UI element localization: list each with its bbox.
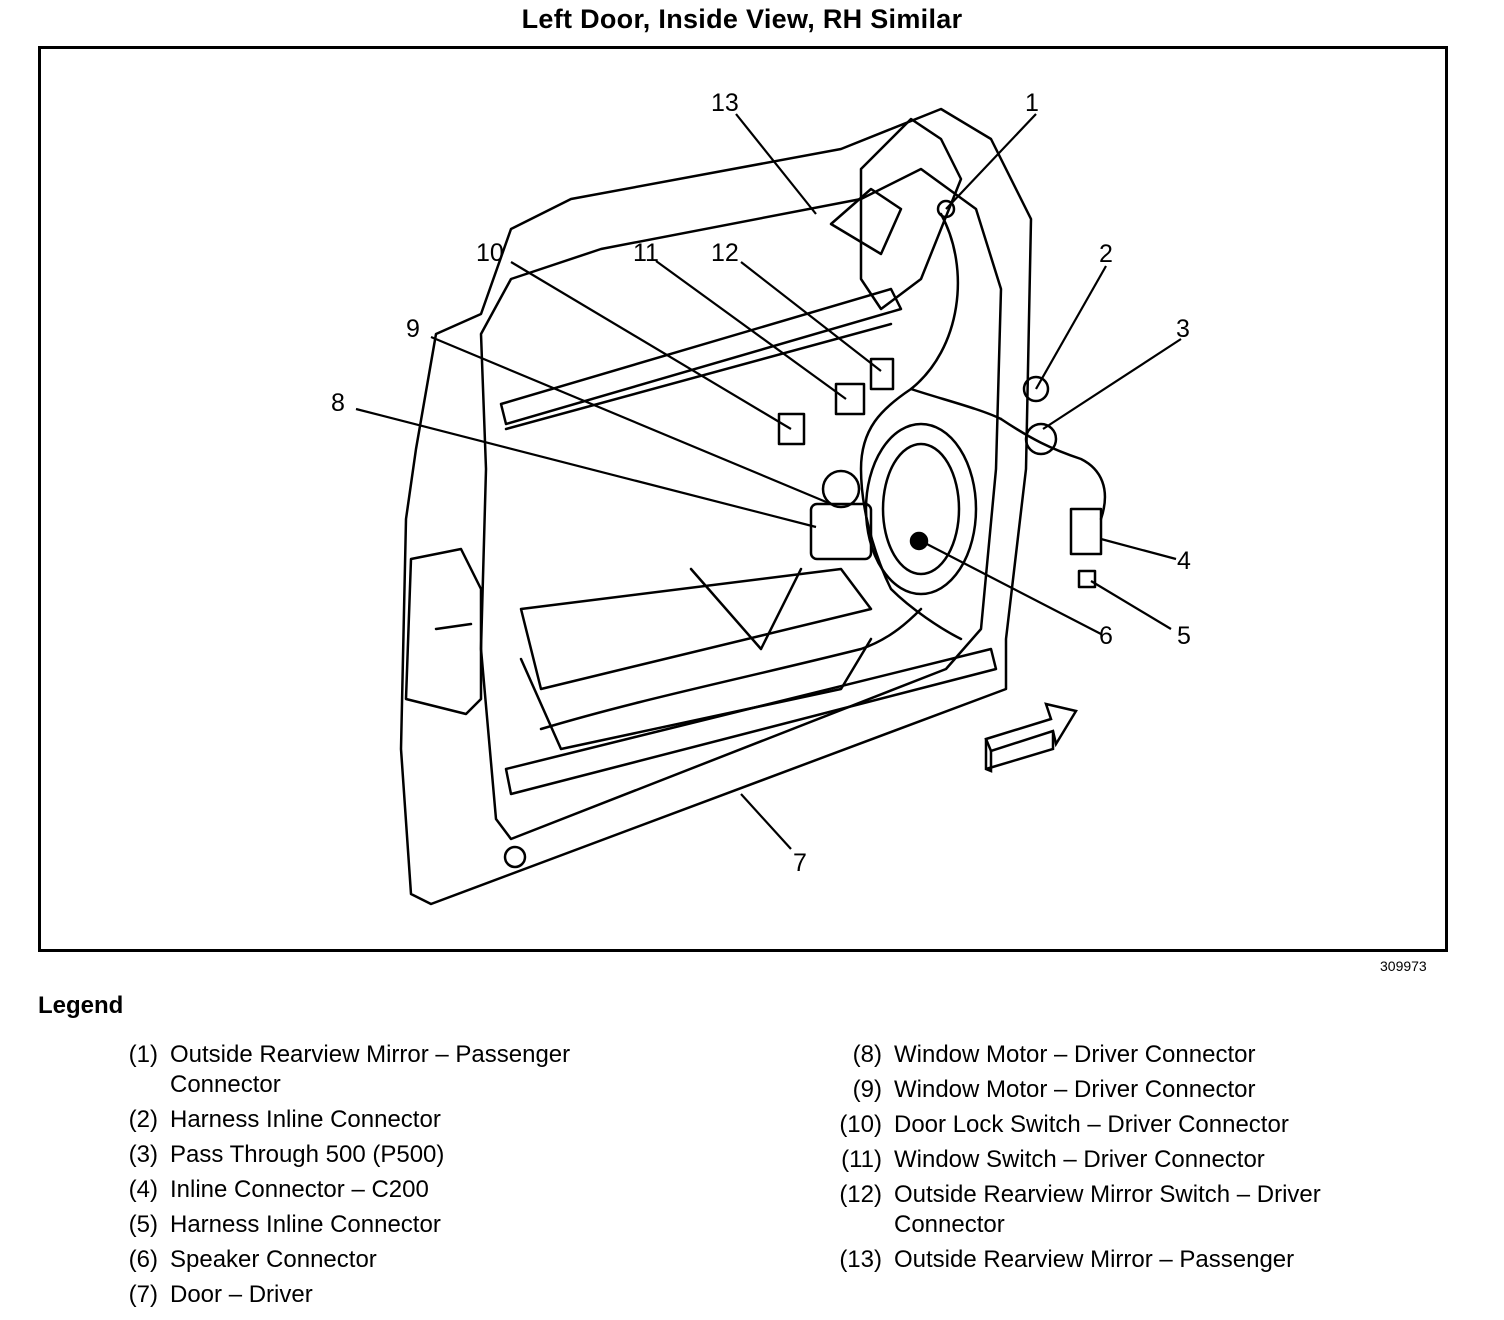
legend-left-column: (1) Outside Rearview Mirror – Passenger … [96, 1040, 736, 1315]
callout-9: 9 [406, 315, 420, 343]
callout-7: 7 [793, 849, 807, 877]
legend-number: (10) [839, 1111, 882, 1138]
legend-item: (1) Outside Rearview Mirror – Passenger … [96, 1040, 736, 1100]
door-wiring-illustration: 1 2 3 4 5 6 7 8 9 10 11 12 13 [331, 89, 1191, 906]
legend-text: Outside Rearview Mirror – Passenger Conn… [170, 1041, 571, 1098]
figure-number: 309973 [1380, 958, 1427, 974]
direction-arrow [984, 702, 1078, 773]
legend-item: (12) Outside Rearview Mirror Switch – Dr… [820, 1180, 1460, 1240]
door-inner-panel [479, 167, 1003, 841]
callout-10: 10 [476, 239, 504, 267]
window-regulator [519, 567, 873, 691]
legend-number: (13) [839, 1246, 882, 1273]
legend-text: Harness Inline Connector [170, 1106, 441, 1133]
window-motor [809, 502, 873, 561]
connector-mirror-passenger [936, 199, 956, 219]
legend-item: (6) Speaker Connector [96, 1245, 736, 1275]
legend-number: (3) [128, 1141, 158, 1168]
callout-4: 4 [1177, 547, 1191, 575]
legend-item: (10) Door Lock Switch – Driver Connector [820, 1110, 1460, 1140]
connector-harness-inline-2 [1022, 375, 1050, 403]
legend-number: (5) [128, 1211, 158, 1238]
connector-window-switch [834, 382, 866, 416]
connector-mirror-switch [869, 357, 895, 391]
legend-text: Harness Inline Connector [170, 1211, 441, 1238]
legend-item: (3) Pass Through 500 (P500) [96, 1140, 736, 1170]
door-hinge [404, 547, 483, 716]
legend-text: Door Lock Switch – Driver Connector [894, 1111, 1289, 1138]
legend-text: Pass Through 500 (P500) [170, 1141, 445, 1168]
callout-3: 3 [1176, 315, 1190, 343]
diagram-frame [38, 46, 1448, 952]
door-outer-shell [399, 107, 1033, 906]
legend-item: (11) Window Switch – Driver Connector [820, 1145, 1460, 1175]
legend-text: Window Switch – Driver Connector [894, 1146, 1265, 1173]
diagram-title: Left Door, Inside View, RH Similar [521, 4, 963, 34]
legend-item: (2) Harness Inline Connector [96, 1105, 736, 1135]
legend-right-column: (8) Window Motor – Driver Connector (9) … [820, 1040, 1460, 1280]
legend-text: Speaker Connector [170, 1246, 377, 1273]
legend-item: (7) Door – Driver [96, 1280, 736, 1310]
callout-8: 8 [331, 389, 345, 417]
legend-item: (9) Window Motor – Driver Connector [820, 1075, 1460, 1105]
legend-item: (5) Harness Inline Connector [96, 1210, 736, 1240]
legend-number: (12) [839, 1181, 882, 1208]
callout-2: 2 [1099, 240, 1113, 268]
legend-item: (4) Inline Connector – C200 [96, 1175, 736, 1205]
legend-number: (1) [128, 1041, 158, 1068]
connector-harness-inline-5 [1077, 569, 1097, 589]
callout-5: 5 [1177, 622, 1191, 650]
leader-lines [355, 113, 1182, 850]
legend-number: (9) [852, 1076, 882, 1103]
legend-number: (11) [841, 1146, 882, 1173]
connector-door-lock [777, 412, 806, 446]
window-frame [859, 117, 963, 311]
legend-title: Legend [38, 992, 124, 1019]
door-bottom-trim [504, 647, 998, 796]
legend-text: Outside Rearview Mirror Switch – Driver … [894, 1181, 1321, 1238]
legend-text: Window Motor – Driver Connector [894, 1041, 1256, 1068]
callout-12: 12 [711, 239, 739, 267]
callout-11: 11 [633, 239, 659, 267]
belt-rail [499, 287, 903, 426]
legend-item: (8) Window Motor – Driver Connector [820, 1040, 1460, 1070]
legend-number: (4) [128, 1176, 158, 1203]
legend-number: (6) [128, 1246, 158, 1273]
callout-13: 13 [711, 89, 739, 117]
legend-text: Door – Driver [170, 1281, 313, 1308]
legend-text: Inline Connector – C200 [170, 1176, 429, 1203]
connector-speaker [909, 531, 929, 551]
legend-number: (7) [128, 1281, 158, 1308]
legend-number: (8) [852, 1041, 882, 1068]
legend-item: (13) Outside Rearview Mirror – Passenger [820, 1245, 1460, 1275]
legend-text: Window Motor – Driver Connector [894, 1076, 1256, 1103]
connector-p500 [1024, 422, 1058, 456]
callout-1: 1 [1025, 89, 1039, 117]
legend-number: (2) [128, 1106, 158, 1133]
connector-inline-c200 [1069, 507, 1103, 556]
wiring-harness [859, 212, 963, 641]
legend-text: Outside Rearview Mirror – Passenger [894, 1246, 1295, 1273]
callout-6: 6 [1099, 622, 1113, 650]
